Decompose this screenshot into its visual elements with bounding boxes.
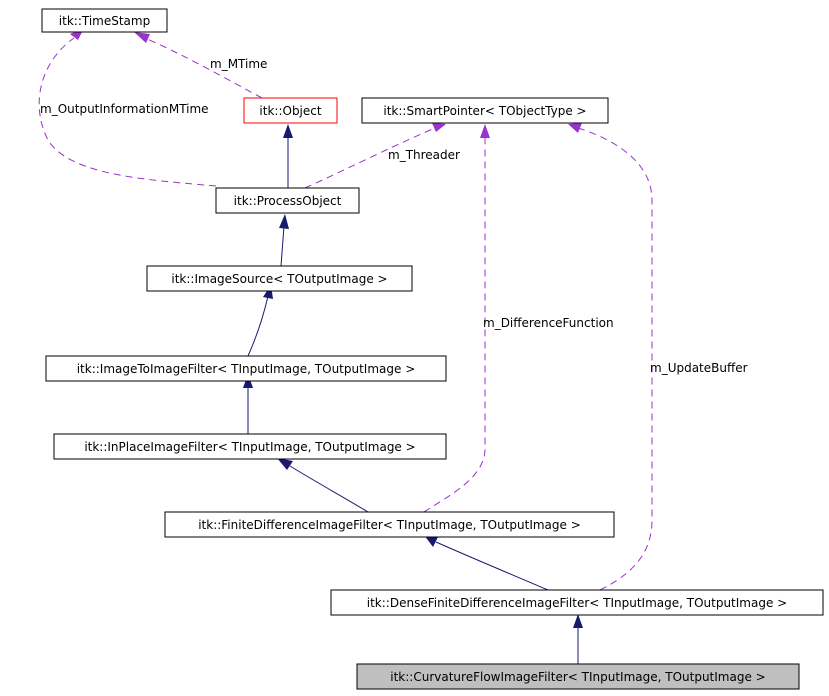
edge-imagesource-to-processobject [280, 225, 285, 267]
label-output-information-mtime: m_OutputInformationMTime [40, 102, 209, 116]
node-imagesource[interactable]: itk::ImageSource< TOutputImage > [146, 265, 413, 292]
edge-processobject-to-smartpointer-threader [304, 127, 436, 189]
arrowhead-inplace [277, 458, 293, 470]
node-finitedifferenceimagefilter[interactable]: itk::FiniteDifferenceImageFilter< TInput… [164, 511, 615, 538]
edge-imagetoimage-to-imagesource [247, 295, 269, 357]
edge-densefinitediff-to-finitediff [435, 541, 549, 591]
node-smartpointer[interactable]: itk::SmartPointer< TObjectType > [361, 97, 609, 124]
edge-finitediff-to-smartpointer [423, 138, 486, 513]
node-label: itk::TimeStamp [59, 14, 150, 28]
label-threader: m_Threader [388, 148, 460, 162]
edge-finitediff-to-inplace [289, 465, 369, 513]
node-label: itk::Object [259, 104, 321, 118]
arrowhead-smartpointer-updatebuffer [568, 123, 582, 133]
label-update-buffer: m_UpdateBuffer [650, 361, 748, 375]
node-label: itk::DenseFiniteDifferenceImageFilter< T… [367, 596, 787, 610]
edge-object-to-timestamp [144, 37, 263, 99]
edge-processobject-to-timestamp [38, 37, 217, 187]
member-edges [38, 28, 653, 591]
arrowhead-finitediff [424, 535, 438, 547]
node-object[interactable]: itk::Object [243, 97, 338, 124]
edge-labels: m_MTime m_OutputInformationMTime m_Threa… [40, 57, 748, 375]
node-label: itk::ProcessObject [234, 194, 342, 208]
node-curvatureflowimagefilter[interactable]: itk::CurvatureFlowImageFilter< TInputIma… [356, 663, 800, 690]
arrowhead-object [283, 124, 293, 138]
arrowhead-smartpointer-difference [480, 124, 490, 138]
arrowhead-processobject [279, 214, 289, 229]
inheritance-edges [243, 124, 583, 664]
node-label: itk::ImageSource< TOutputImage > [171, 272, 387, 286]
node-imagetoimagefilter[interactable]: itk::ImageToImageFilter< TInputImage, TO… [45, 355, 447, 382]
node-processobject[interactable]: itk::ProcessObject [215, 187, 360, 214]
node-label: itk::InPlaceImageFilter< TInputImage, TO… [84, 440, 415, 454]
label-difference-function: m_DifferenceFunction [483, 316, 614, 330]
node-label: itk::ImageToImageFilter< TInputImage, TO… [77, 362, 416, 376]
node-densefinitedifferenceimagefilter[interactable]: itk::DenseFiniteDifferenceImageFilter< T… [330, 589, 824, 616]
node-label: itk::CurvatureFlowImageFilter< TInputIma… [390, 670, 765, 684]
node-inplaceimagefilter[interactable]: itk::InPlaceImageFilter< TInputImage, TO… [53, 433, 447, 460]
node-label: itk::FiniteDifferenceImageFilter< TInput… [198, 518, 581, 532]
arrowhead-timestamp-mtime [134, 32, 150, 43]
node-timestamp[interactable]: itk::TimeStamp [41, 8, 168, 33]
edge-densefinitediff-to-smartpointer [577, 127, 653, 591]
arrowhead-smartpointer-threader [432, 123, 446, 132]
node-label: itk::SmartPointer< TObjectType > [383, 104, 586, 118]
label-mtime: m_MTime [210, 57, 267, 71]
arrowhead-densefinitediff [573, 614, 583, 628]
